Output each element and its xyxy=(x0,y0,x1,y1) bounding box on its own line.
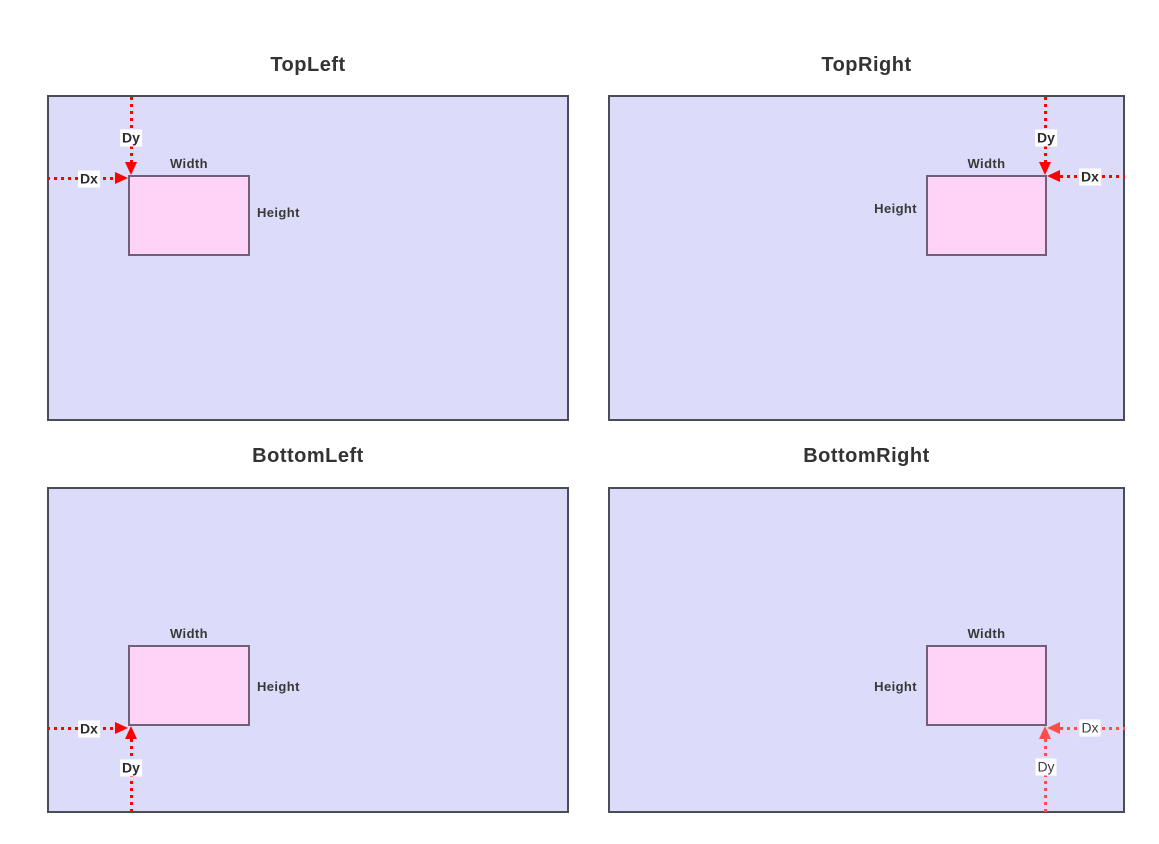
dx-arrowhead-icon xyxy=(115,172,128,184)
dy-arrowhead-icon xyxy=(125,726,137,739)
dx-label: Dx xyxy=(78,720,100,738)
height-label: Height xyxy=(874,679,917,694)
dy-dotted-line xyxy=(1044,739,1047,812)
dy-label: Dy xyxy=(120,129,142,147)
height-label: Height xyxy=(257,679,300,694)
dy-arrowhead-icon xyxy=(1039,726,1051,739)
dx-label: Dx xyxy=(1079,168,1101,186)
panel-title: TopLeft xyxy=(270,54,346,76)
anchored-box xyxy=(128,175,250,256)
dy-label: Dy xyxy=(1035,129,1057,147)
dx-arrowhead-icon xyxy=(115,722,128,734)
container-rect xyxy=(608,95,1125,421)
dx-label: Dx xyxy=(1079,719,1101,737)
panel-title: BottomLeft xyxy=(252,445,364,467)
dy-label: Dy xyxy=(120,759,142,777)
width-label: Width xyxy=(967,626,1006,641)
width-label: Width xyxy=(967,156,1006,171)
anchored-box xyxy=(926,175,1047,256)
anchored-box xyxy=(926,645,1047,726)
dx-arrowhead-icon xyxy=(1047,170,1060,182)
dy-arrowhead-icon xyxy=(125,162,137,175)
height-label: Height xyxy=(257,205,300,220)
dx-label: Dx xyxy=(78,170,100,188)
panel-title: TopRight xyxy=(821,54,912,76)
width-label: Width xyxy=(170,156,208,171)
dy-label: Dy xyxy=(1035,758,1057,776)
container-rect xyxy=(47,95,569,421)
anchored-box xyxy=(128,645,250,726)
width-label: Width xyxy=(170,626,208,641)
height-label: Height xyxy=(874,201,917,216)
panel-title: BottomRight xyxy=(803,445,930,467)
